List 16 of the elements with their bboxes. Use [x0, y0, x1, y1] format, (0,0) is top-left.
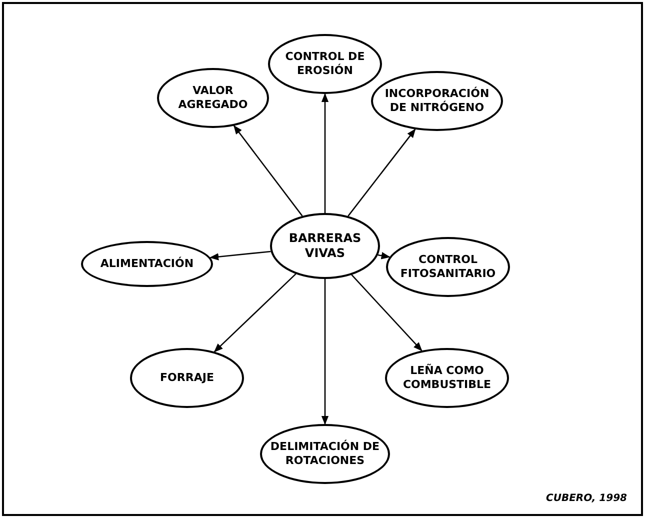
node-label: FORRAJE	[160, 371, 214, 385]
arrow	[214, 273, 296, 352]
node-label: ALIMENTACIÓN	[100, 257, 194, 271]
node-label: VALOR AGREGADO	[177, 84, 249, 112]
arrow	[378, 252, 390, 260]
arrow	[234, 125, 303, 216]
node-label: DELIMITACIÓN DE ROTACIONES	[270, 440, 380, 468]
node-label: INCORPORACIÓN DE NITRÓGENO	[384, 87, 490, 115]
arrow	[348, 128, 416, 216]
node-label: LEÑA COMO COMBUSTIBLE	[402, 364, 492, 392]
node-label: CONTROL DE EROSIÓN	[284, 50, 366, 78]
source-note: CUBERO, 1998	[546, 493, 627, 504]
arrow	[321, 93, 329, 213]
node-label: CONTROL FITOSANITARIO	[399, 253, 497, 281]
node-label: BARRERAS VIVAS	[288, 231, 362, 261]
arrow	[321, 279, 329, 425]
